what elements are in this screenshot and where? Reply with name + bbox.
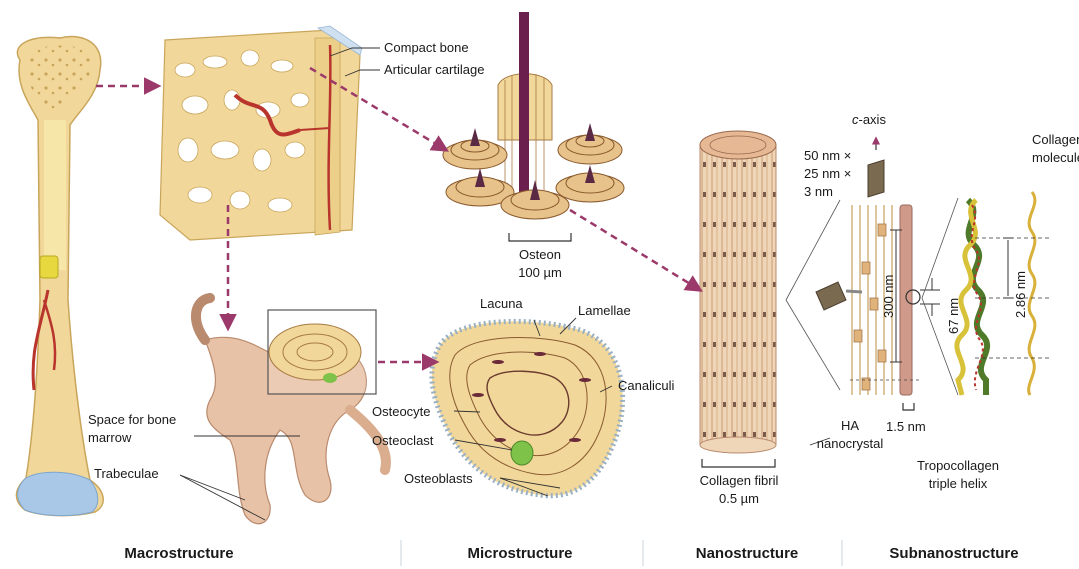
label-space-for-bone-marrow-2: marrow: [88, 430, 131, 445]
label-c-axis-rest: -axis: [859, 112, 886, 127]
section-nanostructure: Nanostructure: [672, 545, 822, 562]
lamellar-packet: [432, 321, 623, 495]
section-subnanostructure: Subnanostructure: [864, 545, 1044, 562]
spacing-286-arrows: [1003, 238, 1013, 298]
section-macrostructure: Macrostructure: [104, 545, 254, 562]
label-lamellae: Lamellae: [578, 303, 631, 318]
zoom-lines-helix: [922, 198, 958, 395]
label-spacing-15: 1.5 nm: [886, 419, 926, 434]
label-ha: HA: [812, 418, 888, 433]
label-spacing-286: 2.86 nm: [1013, 271, 1028, 318]
label-osteocyte: Osteocyte: [372, 404, 431, 419]
label-tropocollagen: Tropocollagen: [898, 458, 1018, 473]
label-spacing-67: 67 nm: [946, 298, 961, 334]
label-collagen-fibril-size: 0.5 µm: [684, 491, 794, 506]
label-crystal-dim-3: 3 nm: [804, 184, 833, 199]
label-collagen-molecule-2: molecule: [1032, 150, 1079, 165]
label-canaliculi: Canaliculi: [618, 378, 674, 393]
label-triple-helix: triple helix: [898, 476, 1018, 491]
label-compact-bone: Compact bone: [384, 40, 469, 55]
ha-crystal: [816, 138, 884, 310]
label-collagen-fibril: Collagen fibril: [684, 473, 794, 488]
label-space-for-bone-marrow-1: Space for bone: [88, 412, 176, 427]
label-osteon: Osteon: [504, 247, 576, 262]
label-osteon-size: 100 µm: [504, 265, 576, 280]
fibril-scale-bracket: [702, 459, 775, 467]
label-articular-cartilage: Articular cartilage: [384, 62, 484, 77]
label-c-axis: c-axis: [852, 112, 886, 127]
label-collagen-molecule-1: Collagen: [1032, 132, 1079, 147]
label-lacuna: Lacuna: [480, 296, 523, 311]
spacing-67-marker: [920, 278, 940, 316]
triple-helix: [957, 200, 987, 395]
section-microstructure: Microstructure: [440, 545, 600, 562]
label-spacing-300: 300 nm: [881, 275, 896, 318]
trabeculae-illustration: [196, 298, 386, 524]
label-crystal-dim-2: 25 nm ×: [804, 166, 851, 181]
label-crystal-dim-1: 50 nm ×: [804, 148, 851, 163]
bone-tissue-block: [160, 26, 362, 240]
osteon-illustration: [443, 12, 624, 219]
label-osteoblasts: Osteoblasts: [404, 471, 473, 486]
label-osteoclast: Osteoclast: [372, 433, 433, 448]
collagen-fibril-illustration: [700, 131, 776, 453]
spacing-15-bracket: [903, 403, 914, 410]
osteon-scale-bracket: [509, 233, 571, 241]
label-trabeculae: Trabeculae: [94, 466, 159, 481]
label-ha-nanocrystal: nanocrystal: [812, 436, 888, 451]
collagen-molecule-line: [1029, 192, 1035, 395]
